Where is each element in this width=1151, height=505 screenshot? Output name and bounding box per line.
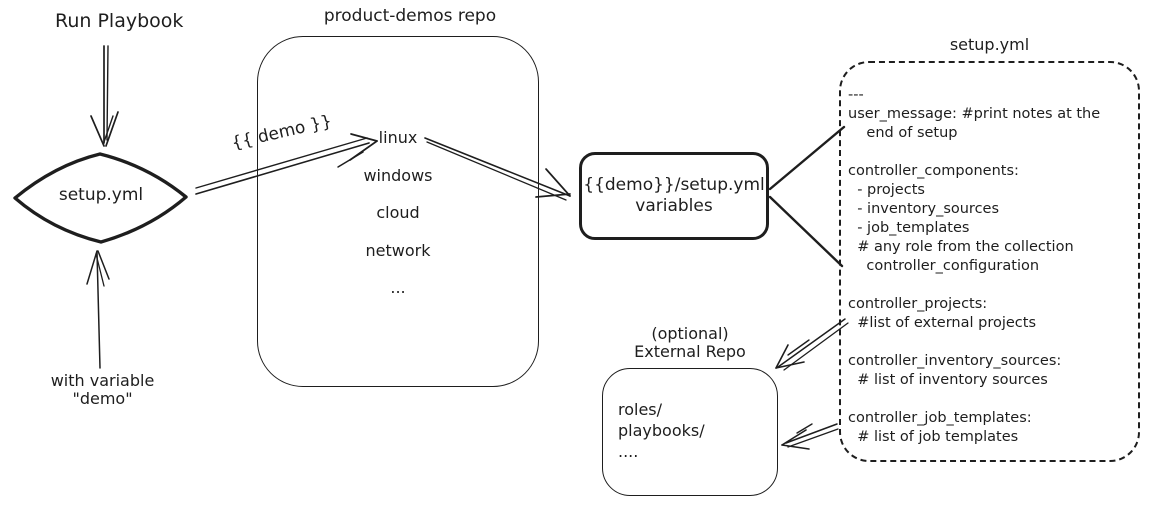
demo-setup-variables-label: {{demo}}/setup.yml variables bbox=[583, 175, 765, 216]
external-repo-box bbox=[602, 368, 778, 496]
variables-to-file-lines bbox=[768, 125, 846, 268]
setup-yml-file-title: setup.yml bbox=[949, 35, 1030, 54]
linux-to-variables-arrow bbox=[424, 137, 571, 201]
projects-to-external-arrow bbox=[775, 318, 849, 371]
repo-title: product-demos repo bbox=[323, 6, 497, 26]
demo-setup-variables-box: {{demo}}/setup.yml variables bbox=[579, 152, 769, 240]
product-demos-repo-box bbox=[257, 36, 539, 387]
with-variable-arrow bbox=[86, 250, 110, 369]
job-templates-to-external-arrow bbox=[781, 423, 839, 450]
repo-item-linux: linux bbox=[378, 128, 418, 147]
repo-item-windows: windows bbox=[363, 165, 433, 185]
external-repo-title: (optional) External Repo bbox=[634, 324, 746, 361]
demo-arrow bbox=[195, 133, 378, 195]
setup-yml-diamond-shape bbox=[13, 152, 188, 244]
setup-yml-file-content: --- user_message: #print notes at the en… bbox=[848, 87, 1101, 445]
repo-item-list: linux windows cloud network ... bbox=[257, 119, 539, 307]
external-repo-content: roles/ playbooks/ .... bbox=[618, 400, 705, 461]
repo-item-ellipsis: ... bbox=[390, 278, 406, 297]
run-playbook-label: Run Playbook bbox=[55, 10, 184, 32]
setup-yml-diamond-label: setup.yml bbox=[58, 185, 144, 205]
run-playbook-arrow bbox=[90, 45, 119, 147]
with-variable-label: with variable "demo" bbox=[50, 371, 155, 408]
repo-item-network: network bbox=[365, 240, 431, 260]
repo-item-cloud: cloud bbox=[376, 203, 420, 222]
setup-yml-file-box bbox=[839, 61, 1140, 462]
